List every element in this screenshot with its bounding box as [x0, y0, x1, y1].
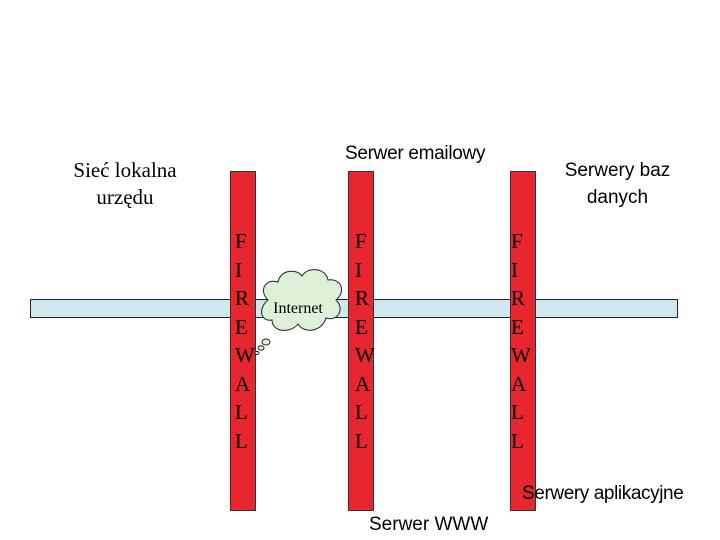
firewall-letter: A — [235, 371, 251, 396]
firewall-letter: R — [355, 286, 370, 310]
firewall-letter: W — [355, 343, 375, 367]
firewall-bar-3 — [510, 171, 536, 511]
firewall-text-2: F I R E W A L L — [355, 227, 375, 455]
local-network-label: Sieć lokalna urzędu — [50, 157, 200, 211]
firewall-letter: A — [355, 371, 371, 396]
firewall-letter: E — [511, 314, 524, 339]
firewall-text-1: F I R E W A L L — [235, 227, 255, 455]
firewall-letter: A — [511, 371, 527, 396]
firewall-letter: I — [355, 257, 362, 282]
local-network-label-line1: Sieć lokalna — [73, 158, 177, 182]
db-servers-label-line2: danych — [586, 187, 649, 208]
firewall-letter: F — [511, 229, 523, 253]
firewall-bar-2 — [348, 171, 374, 511]
www-server-label: Serwer WWW — [369, 514, 489, 535]
firewall-letter: L — [235, 428, 248, 453]
firewall-letter: E — [235, 314, 248, 339]
firewall-letter: I — [511, 257, 518, 282]
firewall-letter: L — [355, 428, 368, 453]
firewall-letter: F — [355, 229, 367, 253]
local-network-label-line2: urzędu — [96, 185, 154, 209]
internet-label: Internet — [273, 300, 323, 317]
firewall-letter: R — [511, 286, 526, 310]
firewall-letter: R — [235, 286, 250, 310]
firewall-letter: F — [235, 229, 247, 253]
email-server-label: Serwer emailowy — [345, 143, 486, 164]
db-servers-label: Serwery baz danych — [545, 157, 690, 211]
firewall-letter: L — [511, 428, 524, 453]
firewall-letter: W — [511, 343, 531, 367]
firewall-letter: E — [355, 314, 368, 339]
firewall-letter: L — [355, 400, 368, 424]
app-servers-label: Serwery aplikacyjne — [522, 483, 684, 504]
firewall-letter: W — [235, 343, 255, 367]
firewall-text-3: F I R E W A L L — [511, 227, 531, 455]
firewall-bar-1 — [230, 171, 256, 511]
firewall-letter: I — [235, 257, 242, 282]
firewall-letter: L — [235, 400, 248, 424]
firewall-letter: L — [511, 400, 524, 424]
db-servers-label-line1: Serwery baz — [564, 160, 671, 181]
